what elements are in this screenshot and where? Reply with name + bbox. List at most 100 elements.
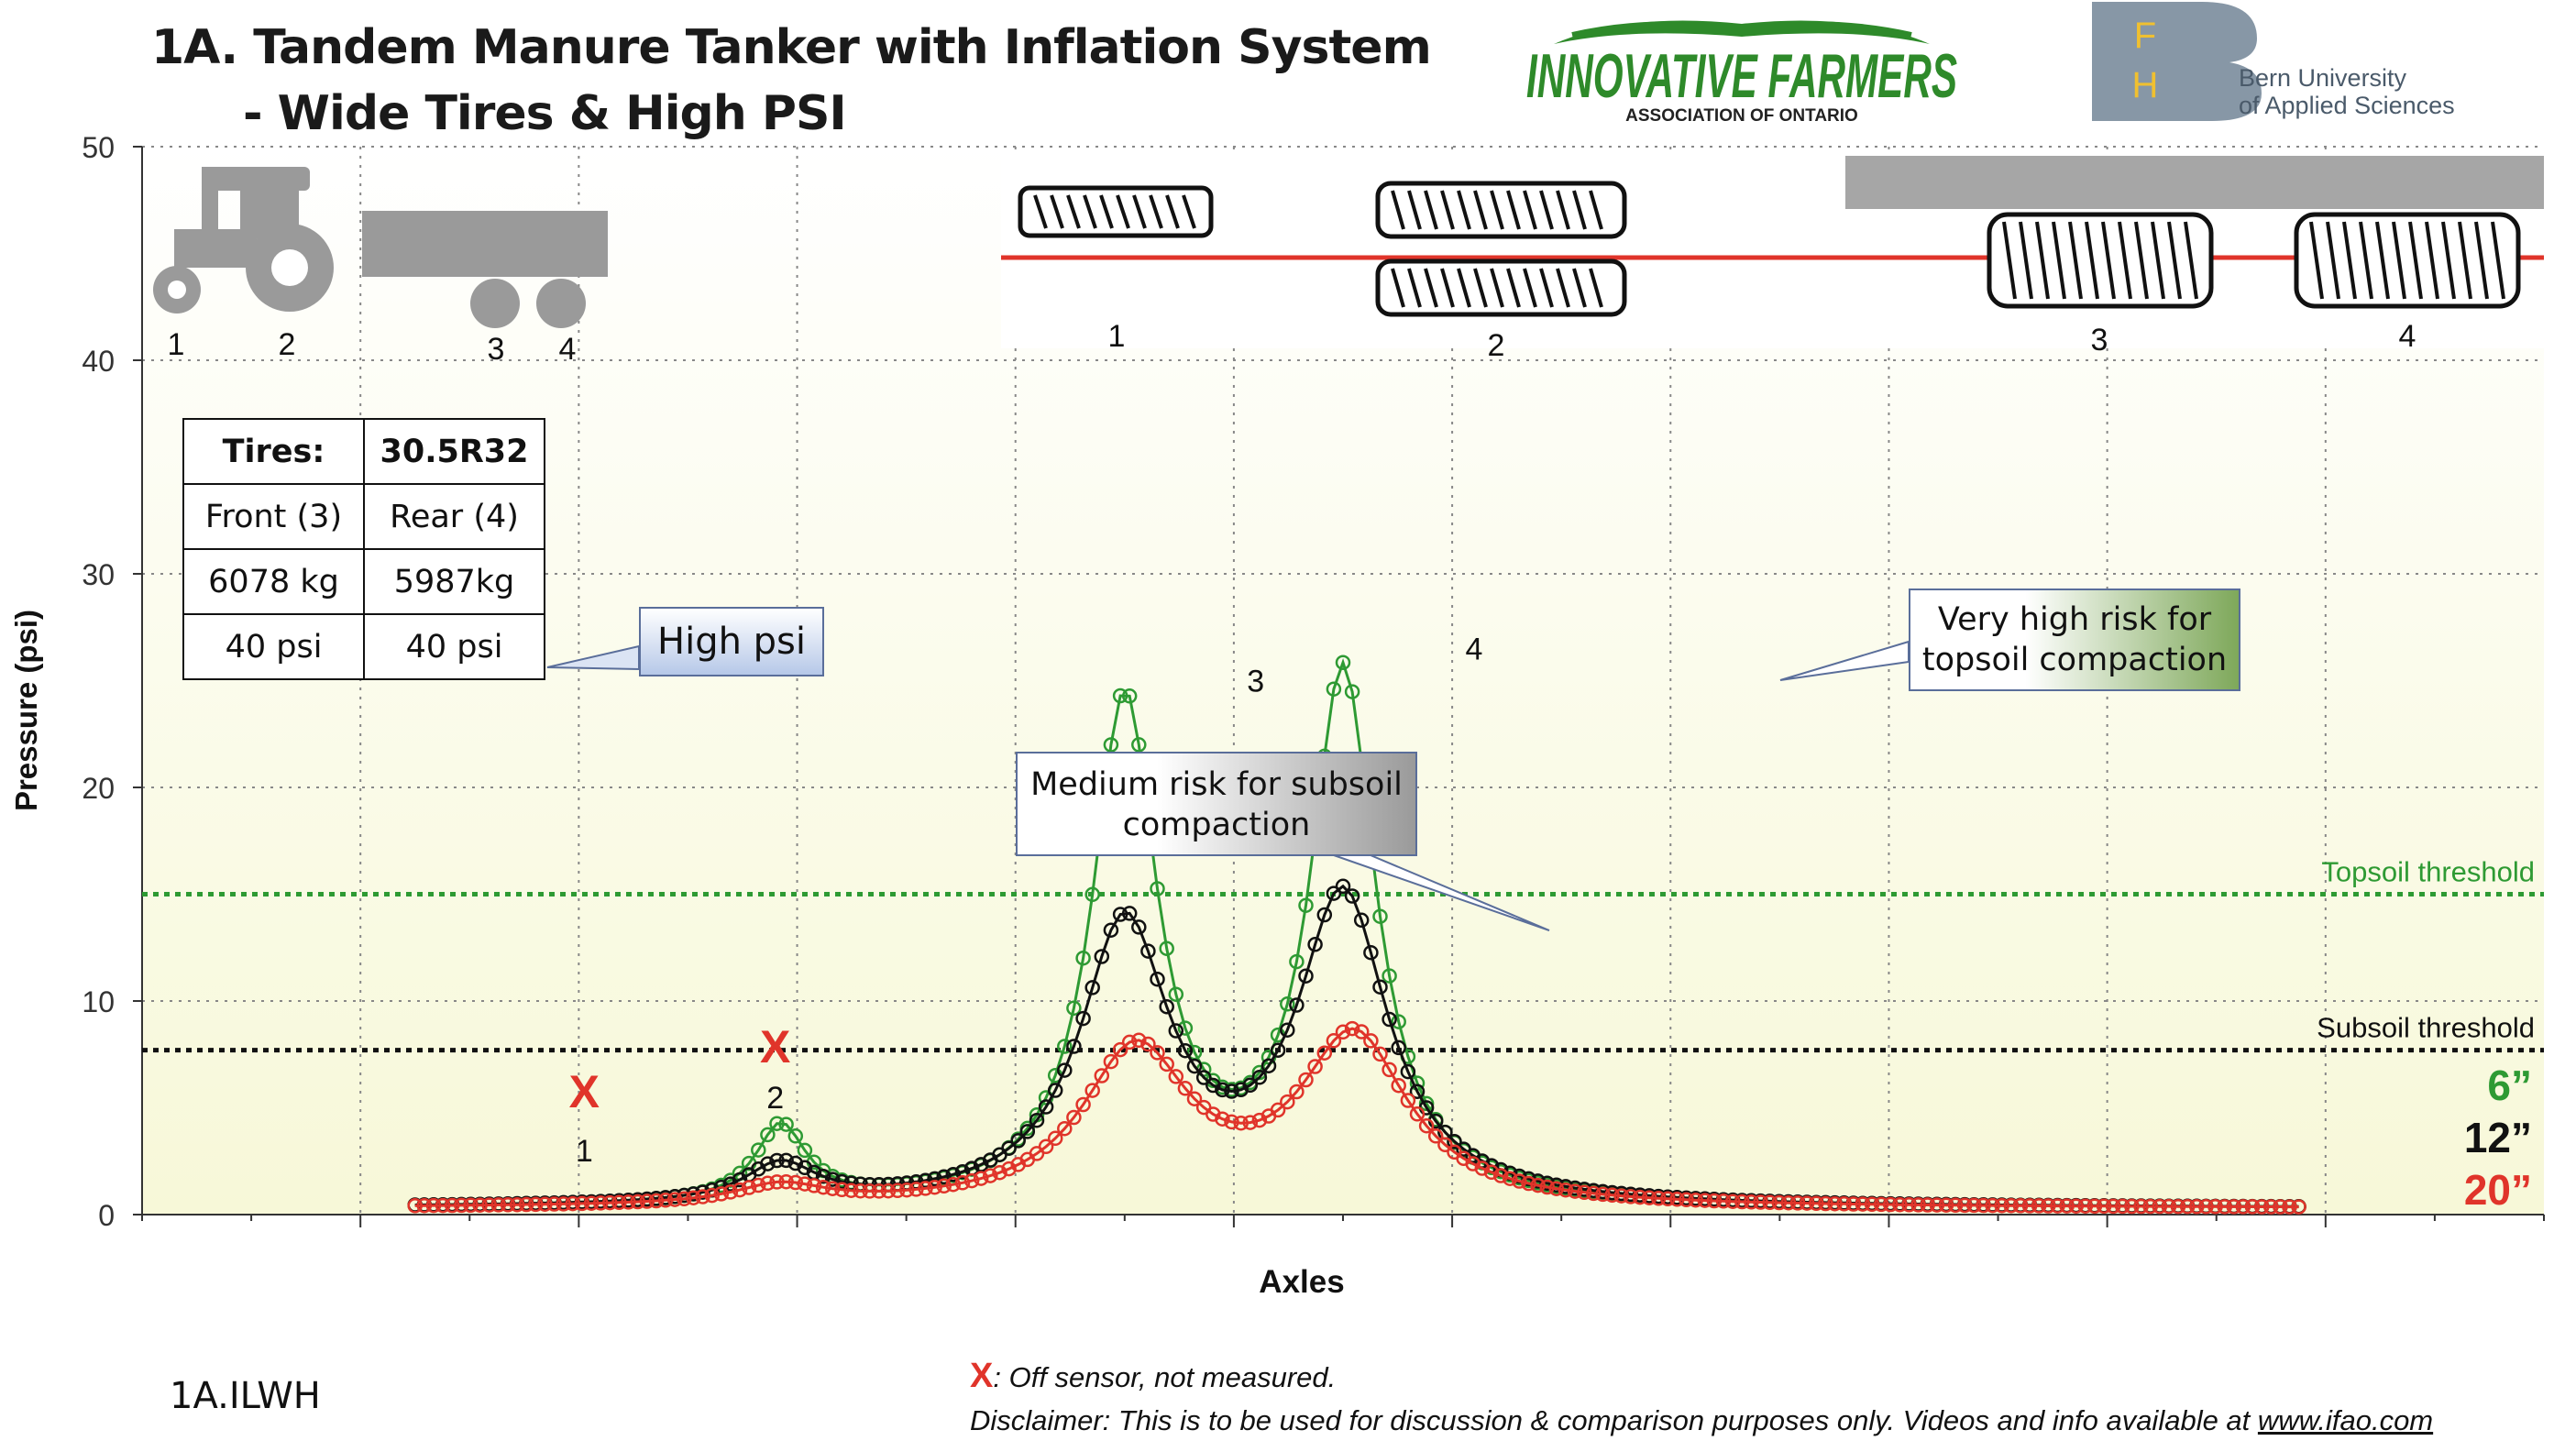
data-point (556, 1196, 571, 1212)
data-point (518, 1196, 534, 1213)
data-point (2068, 1198, 2084, 1214)
threshold-label: Subsoil threshold (2317, 1012, 2535, 1044)
data-point (1864, 1196, 1880, 1213)
tread-mark (2052, 221, 2066, 300)
data-point (1771, 1194, 1788, 1211)
data-point (2253, 1199, 2270, 1215)
data-point (862, 1183, 877, 1199)
data-point (1251, 1112, 1268, 1128)
data-point (732, 1182, 748, 1198)
data-point (936, 1178, 952, 1194)
data-point (769, 1116, 785, 1131)
tread-mark (1066, 194, 1081, 229)
vehicle-label-2: 2 (279, 327, 296, 362)
data-point (1131, 737, 1147, 753)
data-point (1186, 1091, 1203, 1106)
ifao-logo-subtitle: ASSOCIATION OF ONTARIO (1625, 106, 1858, 126)
data-point (760, 1175, 776, 1192)
tread-mark (2491, 221, 2505, 300)
data-series (407, 654, 2306, 1215)
data-point (797, 1142, 813, 1159)
very-high-risk-callout: Very high risk for topsoil compaction (1909, 588, 2240, 691)
tread-mark (2392, 221, 2406, 300)
data-point (1298, 1072, 1314, 1088)
tread-mark (1050, 194, 1064, 229)
data-point (1260, 1058, 1277, 1073)
data-point (1168, 1023, 1184, 1039)
bern-line-1: Bern University (2239, 64, 2407, 92)
data-point (1215, 1082, 1230, 1098)
data-point (843, 1182, 859, 1198)
off-sensor-text: : Off sensor, not measured. (993, 1361, 1337, 1393)
data-point (1270, 1102, 1286, 1118)
table-row: Front (3) Rear (4) (182, 483, 545, 550)
y-tick-label: 0 (98, 1199, 115, 1232)
front-tire-icon (1018, 185, 1214, 238)
data-point (1131, 1032, 1147, 1049)
title-line-2: - Wide Tires & High PSI (243, 86, 847, 141)
data-point (963, 1172, 980, 1189)
data-point (954, 1163, 971, 1180)
ifao-link[interactable]: www.ifao.com (2257, 1404, 2434, 1436)
data-point (677, 1191, 692, 1207)
data-point (1159, 940, 1174, 956)
tread-mark (1440, 190, 1455, 230)
y-tick-label: 40 (82, 345, 115, 378)
tread-mark (2441, 221, 2456, 300)
data-point (1047, 1083, 1063, 1098)
data-point (992, 1164, 1007, 1181)
data-point (1539, 1179, 1555, 1195)
data-point (1159, 1056, 1174, 1072)
data-point (2105, 1198, 2121, 1215)
data-point (1224, 1084, 1239, 1099)
tread-mark (1132, 194, 1147, 229)
data-point (2170, 1198, 2186, 1215)
data-point (621, 1194, 636, 1210)
data-point (1947, 1197, 1964, 1214)
data-point (657, 1193, 674, 1208)
data-point (1799, 1195, 1815, 1211)
data-point (1892, 1196, 1908, 1213)
data-point (1344, 1020, 1360, 1037)
data-point (602, 1194, 618, 1211)
data-point (2291, 1199, 2306, 1215)
legend: 6”12”20” (2464, 1062, 2532, 1214)
data-point (1632, 1189, 1648, 1205)
data-point (1326, 886, 1342, 901)
data-point (871, 1183, 887, 1199)
ifao-logo: INNOVATIVE FARMERS ASSOCIATION OF ONTARI… (1526, 20, 1957, 126)
data-point (1530, 1177, 1546, 1194)
data-point (824, 1172, 841, 1187)
disclaimer: Disclaimer: This is to be used for discu… (970, 1404, 2433, 1437)
medium-risk-callout: Medium risk for subsoil compaction (1016, 752, 1417, 856)
data-point (1623, 1189, 1639, 1204)
data-point (1688, 1192, 1703, 1208)
bern-line-2: of Applied Sciences (2239, 92, 2455, 119)
data-point (1679, 1192, 1694, 1208)
data-point (1901, 1197, 1917, 1213)
data-point (1706, 1193, 1723, 1209)
tread-mark (1116, 194, 1130, 229)
data-point (1669, 1192, 1685, 1207)
data-point (1242, 1115, 1259, 1130)
data-point (2077, 1198, 2094, 1214)
data-point (1326, 1033, 1342, 1049)
table-cell: Tires: (182, 418, 365, 485)
tread-mark (2425, 221, 2439, 300)
tread-mark (1473, 190, 1488, 230)
data-point (1372, 1046, 1388, 1062)
y-tick-label: 10 (82, 985, 115, 1018)
data-point (1215, 1111, 1230, 1127)
tanker-frame-icon (1845, 156, 2544, 209)
tread-mark (1523, 268, 1537, 308)
data-point (416, 1197, 433, 1214)
data-point (1177, 1081, 1194, 1096)
tread-mark (2474, 221, 2489, 300)
y-tick-label: 20 (82, 772, 115, 805)
data-point (1966, 1197, 1982, 1214)
data-point (778, 1152, 794, 1169)
tanker-wheel-icon (536, 279, 586, 328)
tread-mark (1440, 268, 1455, 308)
data-point (528, 1196, 544, 1213)
data-point (1038, 1099, 1054, 1115)
